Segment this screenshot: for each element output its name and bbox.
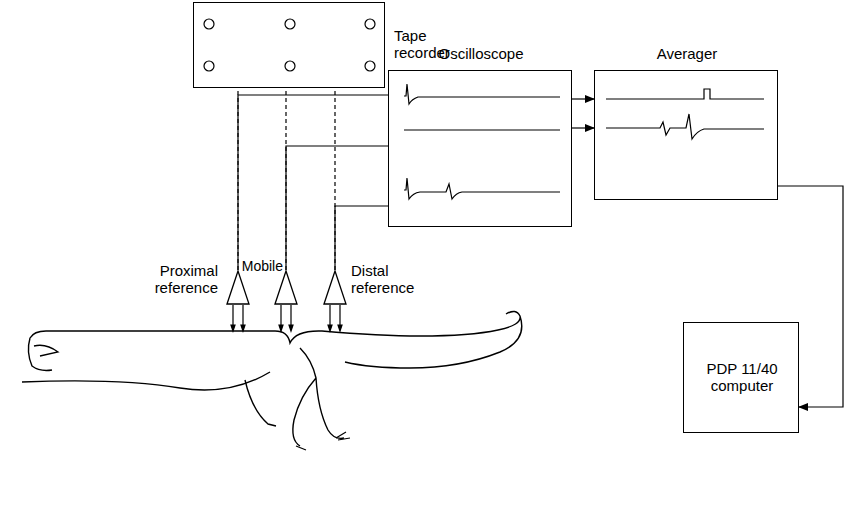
electrode-wire	[233, 305, 340, 330]
averager-trace	[606, 114, 764, 139]
tape-reel	[365, 19, 375, 29]
signal-line	[238, 95, 388, 270]
oscilloscope-box: Oscilloscope	[388, 70, 572, 227]
tape-reel	[285, 61, 295, 71]
scope-trace	[404, 178, 560, 199]
signal-line	[572, 127, 594, 128]
amplifier: Mobile	[274, 270, 298, 305]
tape-reel	[204, 19, 214, 29]
amplifier-triangle	[274, 270, 298, 305]
tape-recorder-box: Tape recorder	[193, 2, 385, 88]
lizard-hind-leg	[293, 348, 344, 446]
lizard-foot	[296, 432, 350, 450]
node-label: Oscilloscope	[389, 45, 573, 62]
amplifier-triangle	[323, 270, 347, 305]
node-label: Distal reference	[351, 262, 429, 296]
scope-trace	[404, 84, 560, 104]
lizard-belly	[22, 372, 270, 390]
averager-box: Averager	[594, 70, 778, 200]
averager-trace	[606, 89, 764, 99]
signal-line	[572, 98, 594, 99]
signal-line	[286, 146, 388, 270]
node-label: PDP 11/40 computer	[692, 360, 792, 394]
scope-trace	[404, 129, 560, 130]
signal-line	[778, 186, 843, 407]
computer-box: PDP 11/40 computer	[683, 322, 799, 433]
node-label: Averager	[595, 45, 779, 62]
tape-reel	[285, 19, 295, 29]
lizard-head	[28, 338, 58, 371]
electrode-tip	[231, 325, 342, 331]
node-label: Mobile	[242, 258, 283, 275]
tape-reel	[204, 61, 214, 71]
lizard-body	[30, 311, 522, 368]
lizard-fore-leg	[245, 380, 276, 426]
amplifier: Distal reference	[323, 270, 347, 305]
node-label: Proximal reference	[134, 262, 218, 296]
amplifier-triangle	[226, 270, 250, 305]
tape-reel	[365, 61, 375, 71]
signal-line	[335, 206, 388, 270]
amplifier: Proximal reference	[226, 270, 250, 305]
